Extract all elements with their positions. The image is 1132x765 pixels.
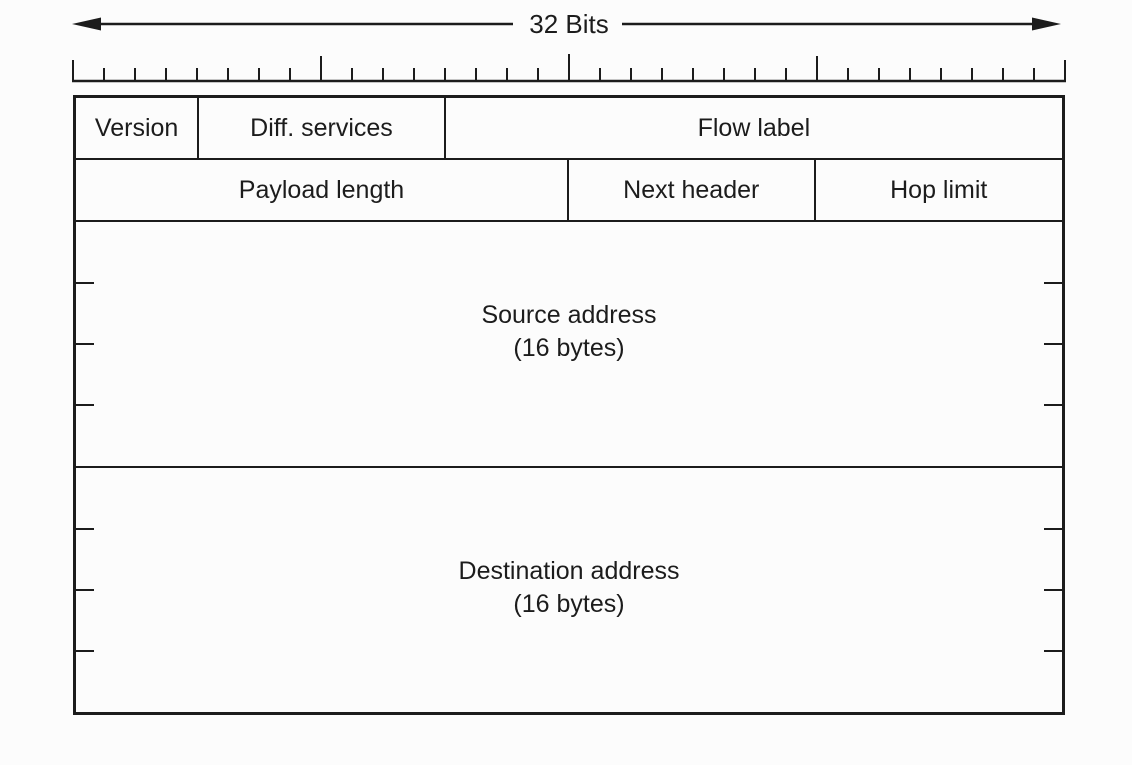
word-boundary-tick-left bbox=[76, 282, 94, 284]
field-label: Flow label bbox=[697, 113, 811, 142]
word-boundary-tick-right bbox=[1044, 528, 1062, 530]
field-cell-version: Version bbox=[76, 98, 200, 158]
arrowhead-right-icon bbox=[1032, 17, 1061, 31]
scale-and-ruler: 32 Bits bbox=[72, 9, 1066, 83]
field-cell-diff-services: Diff. services bbox=[199, 98, 446, 158]
field-label: Source address bbox=[481, 301, 657, 329]
address-label-group: Destination address (16 bytes) bbox=[459, 555, 680, 621]
word-boundary-tick-left bbox=[76, 650, 94, 652]
word-boundary-tick-right bbox=[1044, 589, 1062, 591]
address-label-group: Source address (16 bytes) bbox=[481, 299, 656, 365]
word-boundary-tick-left bbox=[76, 404, 94, 406]
word-boundary-tick-right bbox=[1044, 404, 1062, 406]
bit-width-label: 32 Bits bbox=[529, 9, 609, 39]
bit-ruler bbox=[72, 54, 1066, 83]
word-boundary-tick-left bbox=[76, 343, 94, 345]
field-cell-next-header: Next header bbox=[569, 160, 816, 220]
field-label: Hop limit bbox=[890, 175, 988, 204]
field-block-source-address: Source address (16 bytes) bbox=[76, 222, 1062, 468]
field-row-1: Version Diff. services Flow label bbox=[76, 98, 1062, 160]
bit-width-arrow: 32 Bits bbox=[72, 9, 1061, 39]
field-label: Destination address bbox=[458, 557, 680, 585]
word-boundary-tick-right bbox=[1044, 343, 1062, 345]
field-cell-flow-label: Flow label bbox=[446, 98, 1062, 158]
field-block-destination-address: Destination address (16 bytes) bbox=[76, 468, 1062, 712]
field-label: Version bbox=[94, 113, 179, 142]
word-boundary-tick-left bbox=[76, 589, 94, 591]
arrowhead-left-icon bbox=[72, 17, 101, 31]
field-cell-hop-limit: Hop limit bbox=[816, 160, 1063, 220]
field-cell-payload-length: Payload length bbox=[76, 160, 569, 220]
word-boundary-tick-left bbox=[76, 528, 94, 530]
word-boundary-tick-right bbox=[1044, 282, 1062, 284]
field-label: Next header bbox=[623, 175, 760, 204]
field-label: Diff. services bbox=[250, 113, 393, 142]
field-sublabel: (16 bytes) bbox=[513, 590, 625, 618]
field-label: Payload length bbox=[238, 175, 405, 204]
field-sublabel: (16 bytes) bbox=[513, 334, 625, 362]
field-row-2: Payload length Next header Hop limit bbox=[76, 160, 1062, 222]
word-boundary-tick-right bbox=[1044, 650, 1062, 652]
